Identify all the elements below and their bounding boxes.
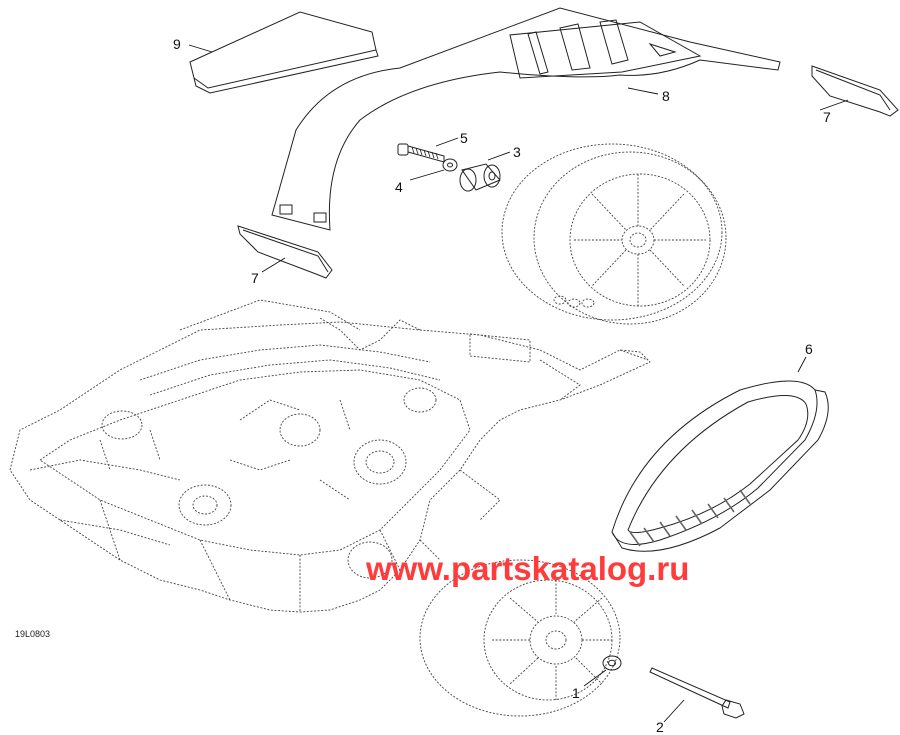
spacer-part xyxy=(459,163,501,192)
bolt-part xyxy=(649,667,745,719)
washer-part-upper xyxy=(442,158,458,172)
callout-5: 5 xyxy=(460,130,468,146)
callout-3: 3 xyxy=(513,144,521,160)
callout-1: 1 xyxy=(572,685,580,701)
intake-screen-part xyxy=(189,11,379,94)
figure-code: 19L0803 xyxy=(15,629,51,639)
drive-belt-part xyxy=(611,380,829,552)
screw-part xyxy=(397,143,445,163)
drive-pulley xyxy=(419,559,621,717)
callout-8: 8 xyxy=(662,88,670,104)
belt-guard-part xyxy=(271,7,781,231)
callout-9: 9 xyxy=(173,36,181,52)
callout-7-lower: 7 xyxy=(251,270,259,286)
engine-assembly xyxy=(9,299,651,613)
seal-strip-lower xyxy=(237,225,333,279)
callout-2: 2 xyxy=(656,719,664,735)
callout-7-upper: 7 xyxy=(823,109,831,125)
watermark-text: www.partskatalog.ru xyxy=(366,550,690,587)
driven-pulley xyxy=(501,143,727,325)
leader-lines xyxy=(188,44,849,723)
seal-strip-upper xyxy=(811,65,899,117)
callout-4: 4 xyxy=(395,179,403,195)
washer-part-lower xyxy=(602,655,622,671)
callout-6: 6 xyxy=(805,341,813,357)
